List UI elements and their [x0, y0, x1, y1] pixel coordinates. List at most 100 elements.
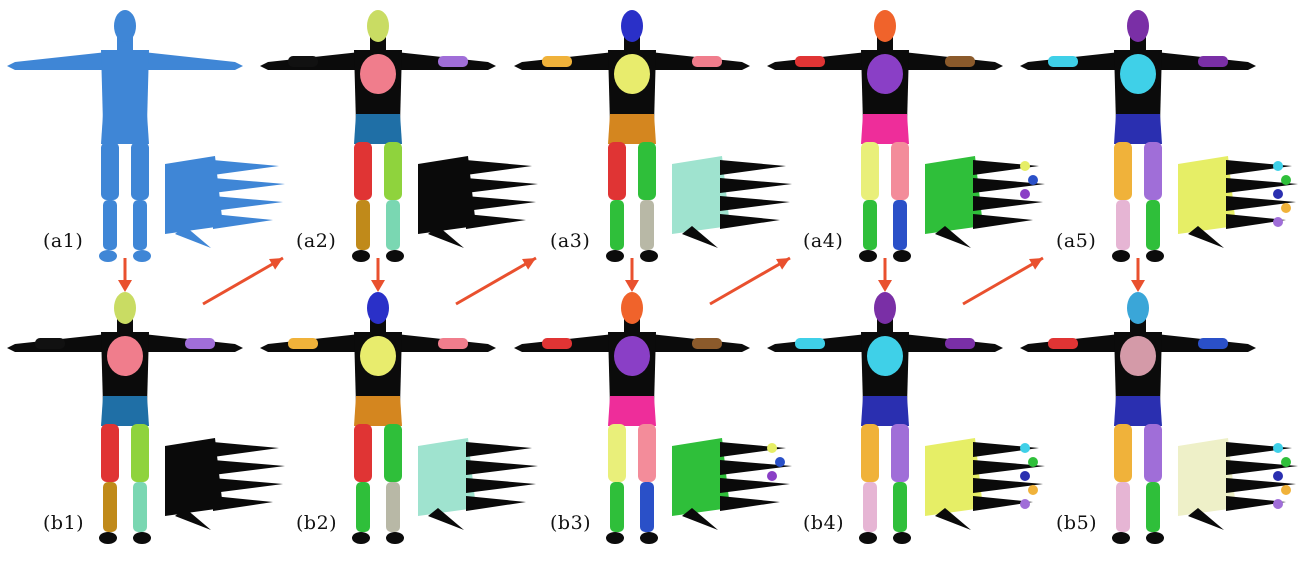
left-shin	[1116, 482, 1130, 532]
left-thigh	[608, 424, 626, 482]
left-arm-segment	[1048, 56, 1078, 67]
fingertip-segment	[775, 457, 785, 467]
hand-finger	[213, 478, 283, 493]
down-arrow-head	[878, 280, 892, 292]
right-thigh	[891, 142, 909, 200]
right-thigh	[891, 424, 909, 482]
left-thigh	[101, 424, 119, 482]
left-thigh	[1114, 142, 1132, 200]
hand-finger	[720, 214, 780, 229]
hand-finger	[213, 196, 283, 211]
right-foot	[1146, 250, 1164, 262]
right-thigh	[131, 424, 149, 482]
right-shin	[133, 200, 147, 250]
right-arm-segment	[945, 56, 975, 67]
right-foot	[1146, 532, 1164, 544]
left-foot	[99, 250, 117, 262]
hand-finger	[720, 196, 790, 211]
right-foot	[133, 250, 151, 262]
right-foot	[640, 532, 658, 544]
right-shin	[640, 200, 654, 250]
hand-finger	[466, 496, 526, 511]
hips	[1114, 114, 1162, 144]
hand-finger	[466, 160, 532, 175]
right-thigh	[638, 424, 656, 482]
down-arrow-head	[371, 280, 385, 292]
right-arm-segment	[185, 338, 215, 349]
right-shin	[1146, 200, 1160, 250]
left-foot	[1112, 532, 1130, 544]
left-arm-segment	[542, 338, 572, 349]
right-thigh	[638, 142, 656, 200]
hand-finger	[213, 496, 273, 511]
panel-label: (a5)	[1056, 230, 1096, 252]
right-thigh	[1144, 142, 1162, 200]
left-arm-segment	[288, 338, 318, 349]
chest-segment	[1120, 54, 1156, 94]
right-thigh	[384, 142, 402, 200]
left-shin	[863, 482, 877, 532]
hand-finger	[213, 442, 279, 457]
panel-a3	[514, 10, 792, 262]
down-arrow-head	[625, 280, 639, 292]
chest-segment	[1120, 336, 1156, 376]
hips	[861, 114, 909, 144]
left-shin	[103, 482, 117, 532]
left-shin	[1116, 200, 1130, 250]
right-foot	[386, 250, 404, 262]
head	[1127, 10, 1149, 42]
left-arm-segment	[1048, 338, 1078, 349]
left-shin	[356, 200, 370, 250]
fingertip-segment	[1273, 189, 1283, 199]
head	[874, 292, 896, 324]
hand-finger	[720, 478, 790, 493]
hand-finger	[466, 214, 526, 229]
left-foot	[859, 532, 877, 544]
right-arm-segment	[692, 338, 722, 349]
right-foot	[133, 532, 151, 544]
hand-finger	[213, 178, 285, 193]
diagonal-arrow	[203, 258, 283, 304]
right-thigh	[131, 142, 149, 200]
hand-finger	[213, 214, 273, 229]
hips	[861, 396, 909, 426]
hand-finger	[213, 460, 285, 475]
fingertip-segment	[1273, 161, 1283, 171]
right-arm-segment	[438, 56, 468, 67]
head	[874, 10, 896, 42]
head	[114, 10, 136, 42]
hand-finger	[466, 478, 536, 493]
panel-label: (b1)	[43, 512, 84, 534]
right-arm-segment	[945, 338, 975, 349]
left-foot	[99, 532, 117, 544]
chest-segment	[867, 336, 903, 376]
panel-label: (b4)	[803, 512, 844, 534]
fingertip-segment	[767, 443, 777, 453]
left-thigh	[101, 142, 119, 200]
fingertip-segment	[1020, 189, 1030, 199]
right-shin	[386, 482, 400, 532]
fingertip-segment	[1273, 471, 1283, 481]
fingertip-segment	[1028, 457, 1038, 467]
right-shin	[640, 482, 654, 532]
left-shin	[103, 200, 117, 250]
panel-a5	[1020, 10, 1298, 262]
right-arm-segment	[1198, 338, 1228, 349]
fingertip-segment	[1273, 217, 1283, 227]
hips	[101, 396, 149, 426]
panel-b5	[1020, 292, 1298, 544]
hips	[354, 396, 402, 426]
right-shin	[386, 200, 400, 250]
left-foot	[352, 250, 370, 262]
right-foot	[893, 250, 911, 262]
hand-finger	[466, 196, 536, 211]
right-arm-segment	[1198, 56, 1228, 67]
hand-finger	[720, 496, 780, 511]
chest-segment	[867, 54, 903, 94]
head	[621, 292, 643, 324]
panel-a4	[767, 10, 1045, 262]
hand-finger	[973, 196, 1043, 211]
fingertip-segment	[1281, 457, 1291, 467]
